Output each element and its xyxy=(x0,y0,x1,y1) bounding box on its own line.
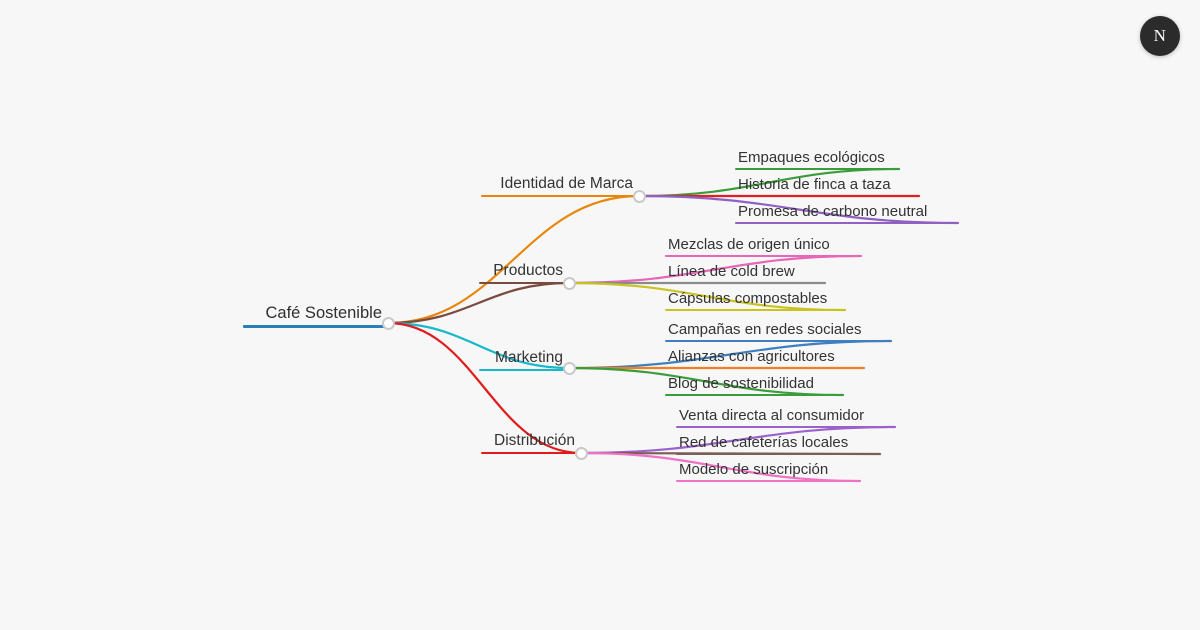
mindmap-leaf-campanas-en-redes-sociales-label: Campañas en redes sociales xyxy=(668,321,862,338)
mindmap-leaf-venta-directa-al-consumidor-underline xyxy=(676,426,895,428)
brand-badge-label: N xyxy=(1153,26,1167,45)
mindmap-leaf-historia-de-finca-a-taza-label: Historia de finca a taza xyxy=(738,176,891,193)
mindmap-leaf-red-de-cafeterias-locales-label: Red de cafeterías locales xyxy=(679,434,849,451)
mindmap-leaf-alianzas-con-agricultores-label: Alianzas con agricultores xyxy=(668,348,835,365)
hub-dot-productos[interactable] xyxy=(562,276,576,290)
mindmap-leaf-linea-de-cold-brew-label: Línea de cold brew xyxy=(668,263,795,280)
mindmap-root-node-underline xyxy=(243,324,388,328)
mindmap-leaf-promesa-de-carbono-neutral-underline xyxy=(735,222,958,224)
mindmap-leaf-empaques-ecologicos-label: Empaques ecológicos xyxy=(738,149,885,166)
mindmap-branch-marketing-label: Marketing xyxy=(494,349,563,366)
mindmap-leaf-alianzas-con-agricultores-underline xyxy=(665,367,864,369)
mindmap-leaf-linea-de-cold-brew-underline xyxy=(665,282,825,284)
mindmap-leaf-linea-de-cold-brew[interactable]: Línea de cold brew xyxy=(665,264,825,284)
mindmap-leaf-campanas-en-redes-sociales[interactable]: Campañas en redes sociales xyxy=(665,322,891,342)
mindmap-leaf-blog-de-sostenibilidad[interactable]: Blog de sostenibilidad xyxy=(665,376,843,396)
mindmap-leaf-mezclas-de-origen-unico-label: Mezclas de origen único xyxy=(668,236,830,253)
mindmap-leaf-alianzas-con-agricultores[interactable]: Alianzas con agricultores xyxy=(665,349,864,369)
mindmap-branch-distribucion-label: Distribución xyxy=(494,432,575,449)
mindmap-leaf-empaques-ecologicos-underline xyxy=(735,168,899,170)
mindmap-leaf-modelo-de-suscripcion-underline xyxy=(676,480,860,482)
mindmap-leaf-venta-directa-al-consumidor[interactable]: Venta directa al consumidor xyxy=(676,408,895,428)
mindmap-leaf-capsulas-compostables-underline xyxy=(665,309,845,311)
brand-badge[interactable]: N xyxy=(1140,16,1180,56)
mindmap-branch-productos-label: Productos xyxy=(493,262,563,279)
mindmap-branch-identidad-de-marca[interactable]: Identidad de Marca xyxy=(481,176,639,197)
mindmap-leaf-promesa-de-carbono-neutral[interactable]: Promesa de carbono neutral xyxy=(735,204,958,224)
mindmap-leaf-promesa-de-carbono-neutral-label: Promesa de carbono neutral xyxy=(738,203,928,220)
hub-dot-root[interactable] xyxy=(381,316,395,330)
mindmap-branch-distribucion[interactable]: Distribución xyxy=(481,433,581,454)
mindmap-branch-productos[interactable]: Productos xyxy=(479,263,569,284)
mindmap-leaf-red-de-cafeterias-locales-underline xyxy=(676,453,880,455)
hub-dot-identidad-de-marca[interactable] xyxy=(632,189,646,203)
hub-dot-marketing[interactable] xyxy=(562,361,576,375)
mindmap-root-node-label: Café Sostenible xyxy=(265,304,383,322)
mindmap-branch-identidad-de-marca-label: Identidad de Marca xyxy=(500,175,633,192)
mindmap-leaf-historia-de-finca-a-taza[interactable]: Historia de finca a taza xyxy=(735,177,919,197)
hub-dot-distribucion[interactable] xyxy=(574,446,588,460)
mindmap-leaf-blog-de-sostenibilidad-label: Blog de sostenibilidad xyxy=(668,375,814,392)
mindmap-leaf-empaques-ecologicos[interactable]: Empaques ecológicos xyxy=(735,150,899,170)
mindmap-leaf-red-de-cafeterias-locales[interactable]: Red de cafeterías locales xyxy=(676,435,880,455)
mindmap-leaf-blog-de-sostenibilidad-underline xyxy=(665,394,843,396)
mindmap-branch-identidad-de-marca-underline xyxy=(481,194,639,197)
mindmap-leaf-mezclas-de-origen-unico[interactable]: Mezclas de origen único xyxy=(665,237,861,257)
mindmap-leaf-capsulas-compostables[interactable]: Cápsulas compostables xyxy=(665,291,845,311)
mindmap-leaf-modelo-de-suscripcion[interactable]: Modelo de suscripción xyxy=(676,462,860,482)
mindmap-leaf-campanas-en-redes-sociales-underline xyxy=(665,340,891,342)
mindmap-leaf-mezclas-de-origen-unico-underline xyxy=(665,255,861,257)
mindmap-branch-distribucion-underline xyxy=(481,451,581,454)
mindmap-branch-productos-underline xyxy=(479,281,569,284)
edge-root-to-identidad-de-marca xyxy=(386,194,641,325)
mindmap-leaf-modelo-de-suscripcion-label: Modelo de suscripción xyxy=(679,461,829,478)
mindmap-branch-marketing-underline xyxy=(479,368,569,371)
mindmap-leaf-venta-directa-al-consumidor-label: Venta directa al consumidor xyxy=(679,407,865,424)
mindmap-root-node[interactable]: Café Sostenible xyxy=(243,305,388,328)
mindmap-branch-marketing[interactable]: Marketing xyxy=(479,350,569,371)
edge-root-to-productos xyxy=(386,281,571,325)
mindmap-leaf-capsulas-compostables-label: Cápsulas compostables xyxy=(668,290,828,307)
mindmap-leaf-historia-de-finca-a-taza-underline xyxy=(735,195,919,197)
